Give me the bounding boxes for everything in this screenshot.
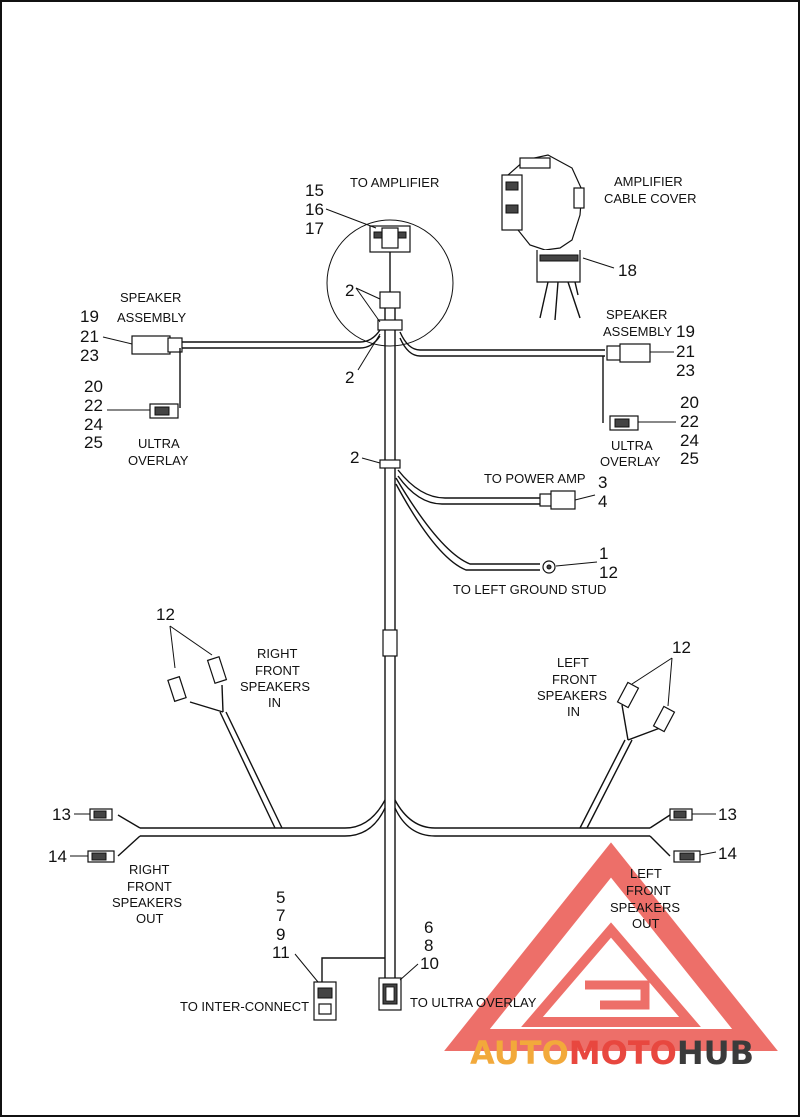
callout-right-22: 22 [680, 412, 699, 431]
label-lf-in-1: LEFT [557, 655, 589, 670]
label-lf-out-2: FRONT [626, 883, 671, 898]
callout-right-19: 19 [676, 322, 695, 341]
label-left-speaker-2: ASSEMBLY [117, 310, 186, 325]
right-speaker-branch [399, 331, 651, 431]
label-rf-in-2: FRONT [255, 663, 300, 678]
label-lf-out-3: SPEAKERS [610, 900, 680, 915]
callout-4: 4 [598, 492, 607, 511]
callout-15: 15 [305, 181, 324, 200]
callout-right-24: 24 [680, 431, 699, 450]
callout-12-right-front: 12 [156, 605, 175, 624]
ultra-overlay-connector [378, 977, 402, 1011]
callout-left-25: 25 [84, 433, 103, 452]
left-front-speakers-in-branch [579, 681, 676, 829]
label-rf-out-3: SPEAKERS [112, 895, 182, 910]
watermark-logo [444, 842, 778, 1051]
callout-14-right: 14 [718, 844, 737, 863]
callout-18: 18 [618, 261, 637, 280]
watermark-text: AUTOMOTOHUB [470, 1034, 754, 1072]
callout-left-19: 19 [80, 307, 99, 326]
callout-11: 11 [272, 943, 290, 962]
label-lf-in-3: SPEAKERS [537, 688, 607, 703]
callout-right-20: 20 [680, 393, 699, 412]
callout-16: 16 [305, 200, 324, 219]
callout-13-left: 13 [52, 805, 71, 824]
label-rf-in-4: IN [268, 695, 281, 710]
amplifier-cable-cover-illustration [501, 154, 585, 321]
label-ultra-right-2: OVERLAY [600, 454, 661, 469]
label-to-amplifier: TO AMPLIFIER [350, 175, 439, 190]
callout-2-top: 2 [345, 281, 354, 300]
callout-17: 17 [305, 219, 324, 238]
label-to-inter-connect: TO INTER-CONNECT [180, 999, 309, 1014]
label-rf-out-4: OUT [136, 911, 164, 926]
bottom-horizontal-harness [87, 799, 701, 863]
inter-connect-connector [313, 957, 385, 1021]
leader-16 [325, 208, 377, 229]
callout-2-lower: 2 [350, 448, 359, 467]
label-lf-out-1: LEFT [630, 866, 662, 881]
label-ultra-right-1: ULTRA [611, 438, 653, 453]
label-ultra-left-1: ULTRA [138, 436, 180, 451]
leader-18 [582, 257, 615, 269]
callout-left-24: 24 [84, 415, 103, 434]
callout-right-23: 23 [676, 361, 695, 380]
amplifier-connector [369, 225, 411, 292]
callout-left-23: 23 [80, 346, 99, 365]
callout-12-ground: 12 [599, 563, 618, 582]
label-amp-cover-1: AMPLIFIER [614, 174, 683, 189]
callout-7: 7 [276, 906, 285, 925]
label-lf-in-2: FRONT [552, 672, 597, 687]
main-trunk [377, 291, 403, 1008]
label-rf-out-2: FRONT [127, 879, 172, 894]
callout-6: 6 [424, 918, 433, 937]
label-lf-out-4: OUT [632, 916, 660, 931]
label-left-speaker-1: SPEAKER [120, 290, 181, 305]
power-amp-branch [397, 469, 576, 510]
callout-8: 8 [424, 936, 433, 955]
callout-14-left: 14 [48, 847, 67, 866]
label-amp-cover-2: CABLE COVER [604, 191, 696, 206]
label-ultra-left-2: OVERLAY [128, 453, 189, 468]
left-speaker-branch [131, 329, 381, 419]
label-rf-in-3: SPEAKERS [240, 679, 310, 694]
callout-10: 10 [420, 954, 439, 973]
label-to-power-amp: TO POWER AMP [484, 471, 586, 486]
label-rf-in-1: RIGHT [257, 646, 298, 661]
right-front-speakers-in-branch [167, 655, 283, 829]
callout-left-20: 20 [84, 377, 103, 396]
label-lf-in-4: IN [567, 704, 580, 719]
callout-9: 9 [276, 925, 285, 944]
callout-13-right: 13 [718, 805, 737, 824]
callout-right-21: 21 [676, 342, 695, 361]
callout-right-25: 25 [680, 449, 699, 468]
callout-12-left-front: 12 [672, 638, 691, 657]
callout-5: 5 [276, 888, 285, 907]
label-to-ultra-overlay: TO ULTRA OVERLAY [410, 995, 537, 1010]
ground-stud-branch [395, 477, 556, 574]
label-right-speaker-1: SPEAKER [606, 307, 667, 322]
amplifier-detail-circle [326, 219, 454, 347]
label-right-speaker-2: ASSEMBLY [603, 324, 672, 339]
label-to-left-ground: TO LEFT GROUND STUD [453, 582, 606, 597]
callout-left-22: 22 [84, 396, 103, 415]
callout-3: 3 [598, 473, 607, 492]
label-rf-out-1: RIGHT [129, 862, 170, 877]
callout-2-mid: 2 [345, 368, 354, 387]
callout-1: 1 [599, 544, 608, 563]
callout-left-21: 21 [80, 327, 99, 346]
